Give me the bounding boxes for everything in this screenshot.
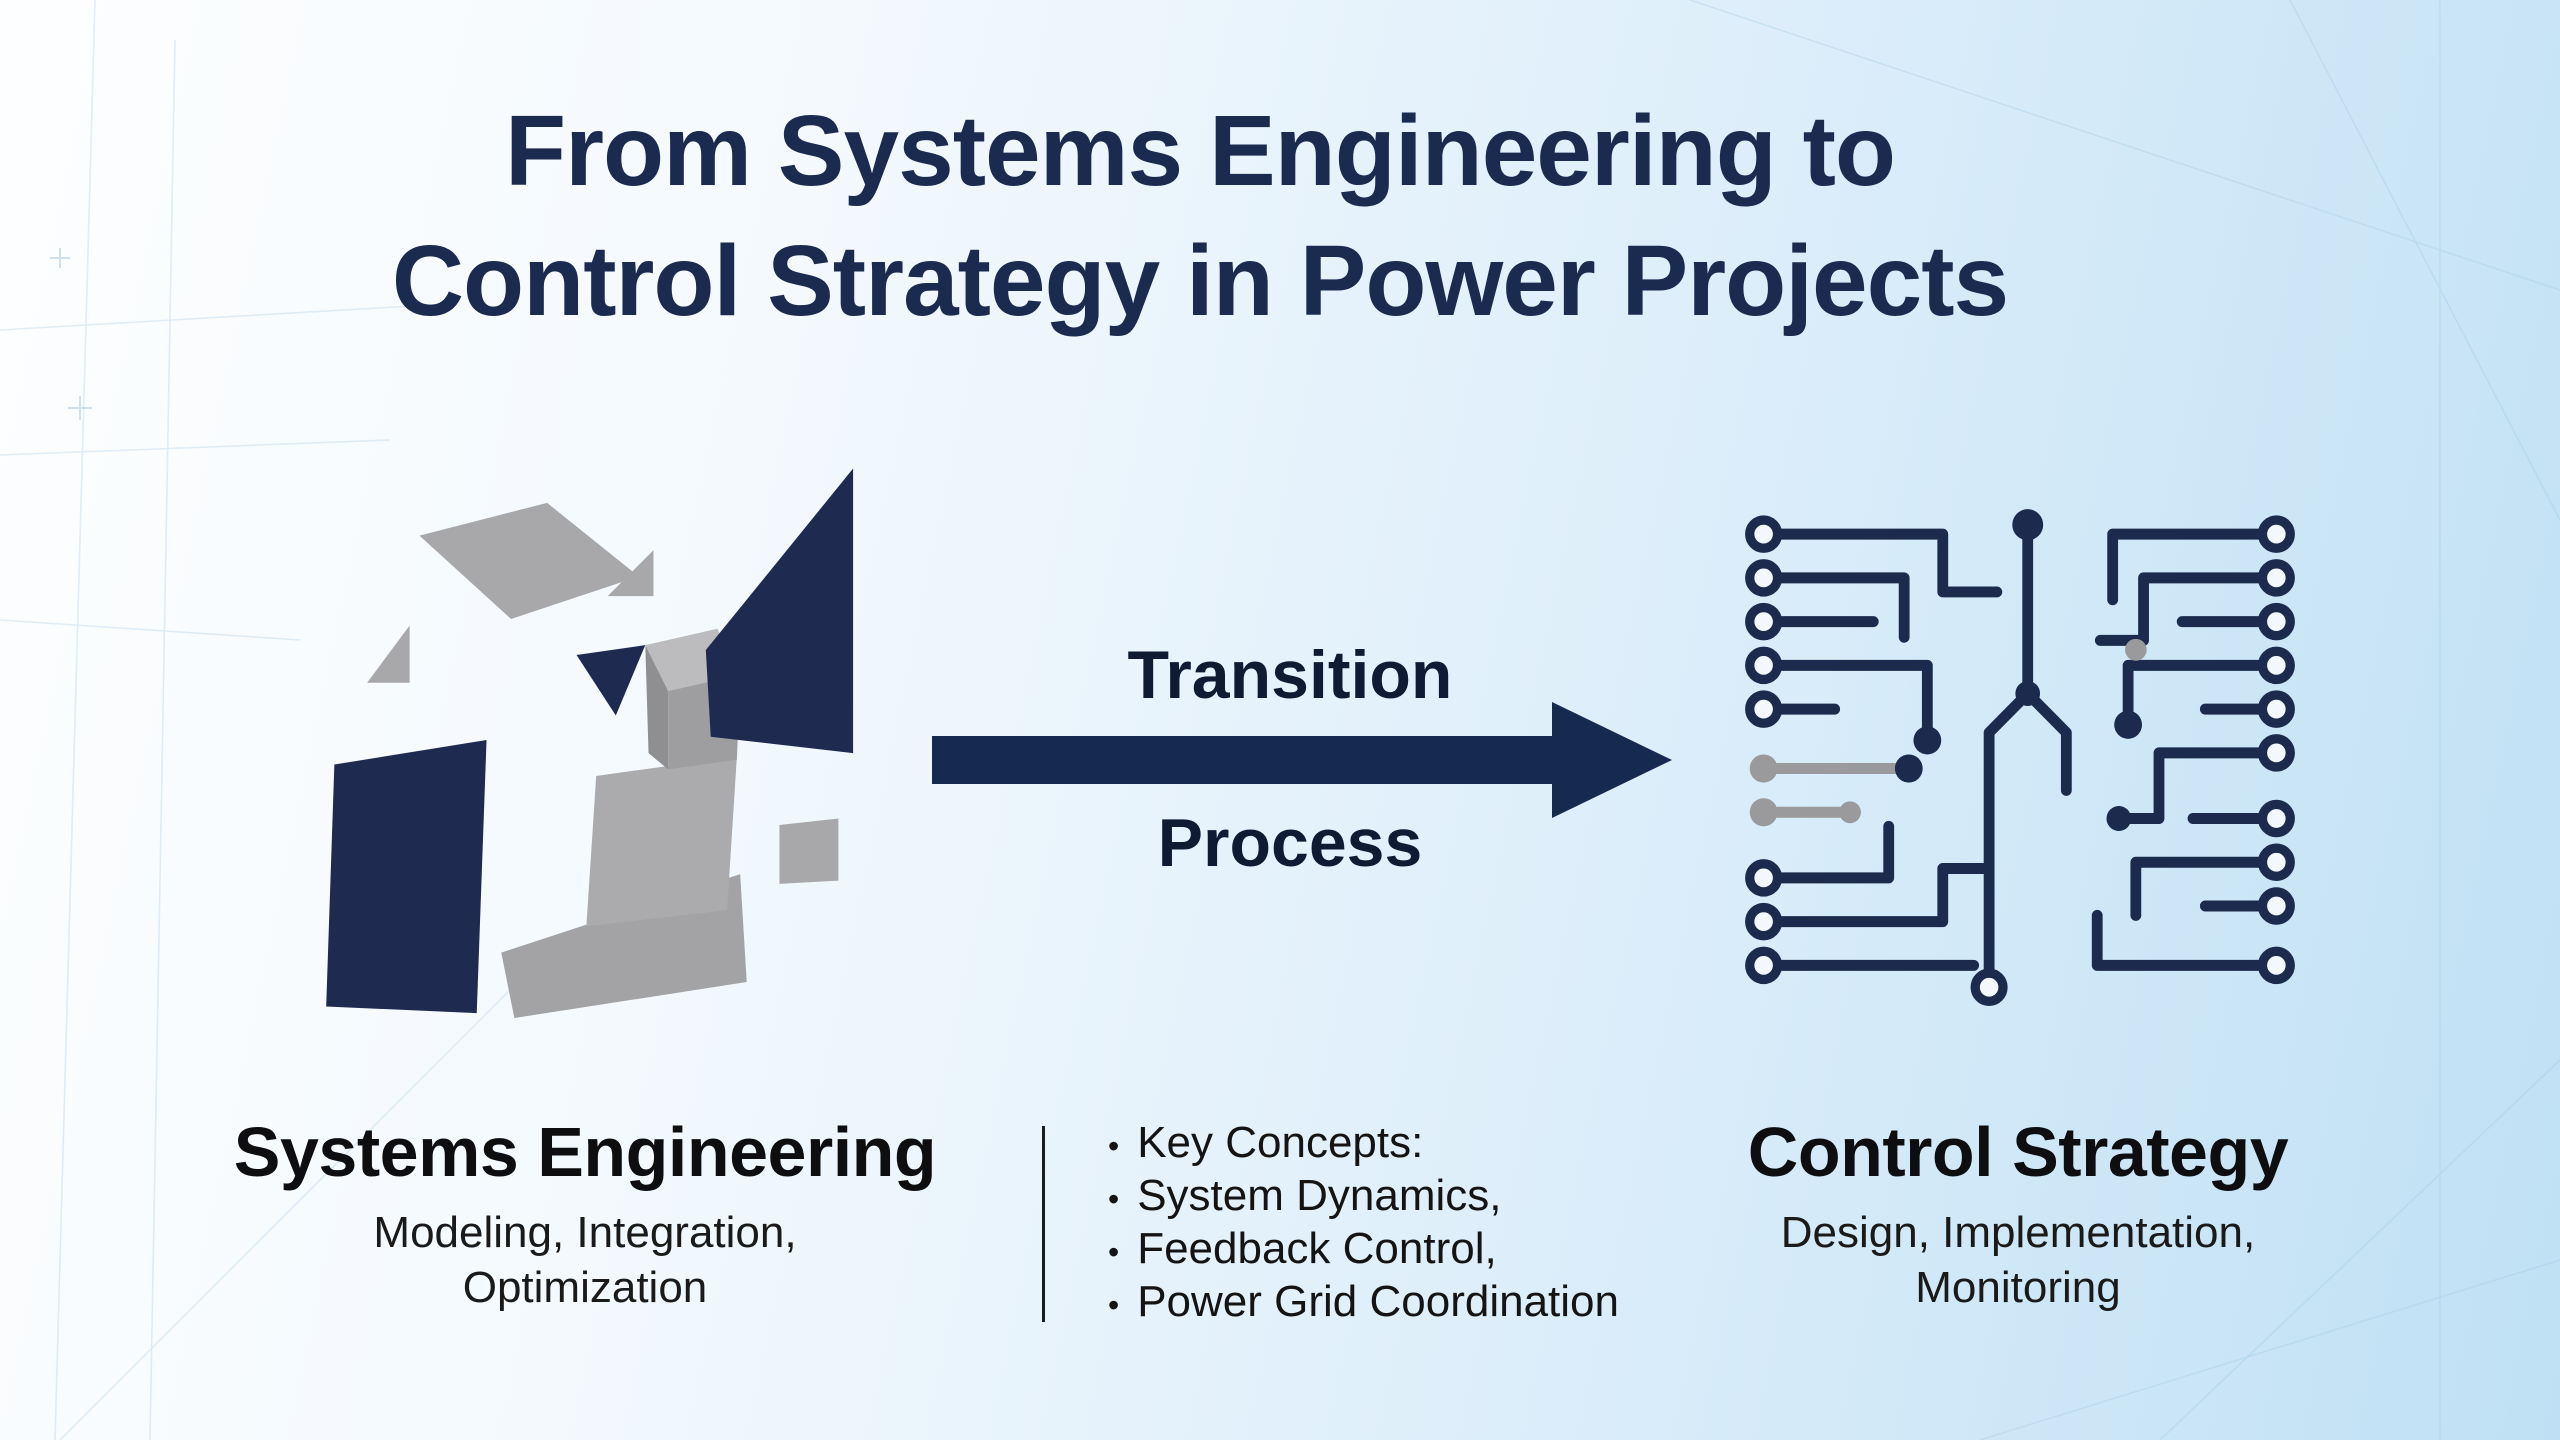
control-strategy-subtitle-line1: Design, Implementation,	[1780, 1208, 2256, 1257]
list-item-label: Power Grid Coordination	[1137, 1277, 1619, 1326]
bullet-icon: •	[1108, 1234, 1120, 1270]
control-strategy-heading: Control Strategy	[1747, 1113, 2289, 1191]
control-strategy-subtitle: Design, Implementation, Monitoring	[1613, 1206, 2423, 1315]
arrow-right-icon	[932, 702, 1672, 818]
systems-engineering-subtitle-line1: Modeling, Integration,	[373, 1208, 797, 1257]
systems-engineering-geometric-icon	[326, 468, 854, 1018]
systems-engineering-subtitle-line2: Optimization	[462, 1262, 708, 1312]
bullet-icon: •	[1108, 1287, 1120, 1323]
list-item: • Power Grid Coordination	[1108, 1277, 1619, 1330]
control-strategy-subtitle-line2: Monitoring	[1915, 1262, 2121, 1312]
control-strategy-circuit-icon	[1745, 509, 2295, 1006]
transition-label: Transition	[1127, 637, 1453, 713]
page-title-line1: From Systems Engineering to	[505, 95, 1896, 207]
page-title: From Systems Engineering to Control Stra…	[0, 86, 2400, 346]
systems-engineering-heading: Systems Engineering	[233, 1113, 937, 1191]
list-item: • System Dynamics,	[1108, 1171, 1619, 1224]
page-title-line2: Control Strategy in Power Projects	[391, 225, 2009, 337]
vertical-divider	[1042, 1126, 1045, 1322]
list-item: • Key Concepts:	[1108, 1118, 1619, 1171]
bullet-icon: •	[1108, 1181, 1120, 1217]
process-label: Process	[1157, 805, 1423, 881]
key-concepts-list: • Key Concepts: • System Dynamics, • Fee…	[1108, 1118, 1619, 1330]
list-item-label: Key Concepts:	[1137, 1118, 1424, 1167]
list-item-label: Feedback Control,	[1137, 1224, 1497, 1273]
list-item: • Feedback Control,	[1108, 1224, 1619, 1277]
systems-engineering-subtitle: Modeling, Integration, Optimization	[180, 1206, 990, 1315]
list-item-label: System Dynamics,	[1137, 1171, 1502, 1220]
bullet-icon: •	[1108, 1128, 1120, 1164]
